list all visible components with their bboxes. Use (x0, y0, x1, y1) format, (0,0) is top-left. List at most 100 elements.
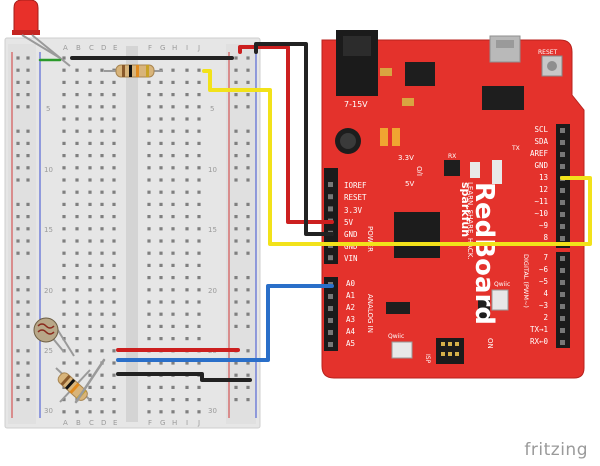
row-number: 15 (208, 226, 217, 234)
rail-hole (26, 385, 30, 389)
analog-section-label: ANALOG IN (366, 294, 374, 333)
breadboard-hole (159, 276, 163, 280)
breadboard-hole (159, 251, 163, 255)
breadboard-hole (88, 117, 92, 121)
breadboard-hole (197, 312, 201, 316)
breadboard-hole (75, 263, 79, 267)
red-led (12, 0, 71, 67)
breadboard-hole (159, 337, 163, 341)
breadboard-hole (147, 166, 151, 170)
breadboard-hole (112, 251, 116, 255)
rail-hole (26, 398, 30, 402)
pin-label: TX→1 (530, 325, 548, 334)
breadboard-hole (171, 398, 175, 402)
header-pin (560, 140, 565, 145)
rail-hole (246, 324, 250, 328)
breadboard-hole (75, 361, 79, 365)
rail-hole (26, 300, 30, 304)
header-pin (560, 200, 565, 205)
breadboard-hole (197, 398, 201, 402)
breadboard-hole (171, 361, 175, 365)
breadboard-hole (100, 312, 104, 316)
top-right-pin-labels: SCL SDA AREF GND 13 12 ~11 ~10 ~9 8 (530, 125, 549, 242)
breadboard-hole (88, 166, 92, 170)
fritzing-watermark: fritzing (524, 440, 588, 460)
rail-hole (26, 288, 30, 292)
col-letter: E (113, 419, 117, 427)
rail-hole (26, 324, 30, 328)
voltage-3v3-label: 3.3V (398, 154, 414, 162)
qwiic-label: Qwiic (388, 333, 404, 340)
col-letter: A (63, 44, 68, 52)
breadboard-hole (75, 312, 79, 316)
breadboard-hole (112, 324, 116, 328)
breadboard-hole (62, 276, 66, 280)
pin-label: A2 (346, 303, 355, 312)
digital-pin-labels: 7 ~6 ~5 4 ~3 2 TX→1 RX←0 (530, 253, 549, 346)
breadboard-hole (75, 227, 79, 231)
rail-hole (246, 227, 250, 231)
breadboard-hole (75, 178, 79, 182)
rail-hole (16, 154, 20, 158)
left-power-rail (8, 44, 36, 424)
breadboard-hole (159, 398, 163, 402)
pin-label: 12 (539, 185, 548, 194)
pin-label: VIN (344, 254, 358, 263)
breadboard-hole (185, 312, 189, 316)
rail-hole (234, 178, 238, 182)
col-letter: J (197, 44, 200, 52)
breadboard-hole (88, 385, 92, 389)
rx-label: RX (448, 153, 456, 160)
breadboard-hole (75, 337, 79, 341)
breadboard-hole (75, 215, 79, 219)
rail-hole (246, 154, 250, 158)
breadboard-hole (171, 239, 175, 243)
pin-label: ~6 (539, 265, 549, 274)
breadboard-hole (147, 410, 151, 414)
breadboard-hole (197, 239, 201, 243)
breadboard-hole (112, 190, 116, 194)
rail-hole (16, 202, 20, 206)
breadboard-hole (159, 178, 163, 182)
breadboard-hole (159, 154, 163, 158)
breadboard-hole (147, 324, 151, 328)
rail-hole (26, 373, 30, 377)
breadboard-hole (185, 288, 189, 292)
header-pin (560, 164, 565, 169)
pin-label: ~10 (534, 209, 548, 218)
breadboard-hole (62, 68, 66, 72)
breadboard-hole (75, 410, 79, 414)
breadboard-hole (197, 154, 201, 158)
breadboard-hole (112, 178, 116, 182)
row-number: 20 (208, 287, 217, 295)
breadboard-hole (147, 385, 151, 389)
breadboard-hole (100, 68, 104, 72)
breadboard-hole (159, 312, 163, 316)
qwiic-connector-bottom (391, 341, 413, 359)
pin-label: A5 (346, 339, 355, 348)
photocell (33, 317, 75, 357)
rail-hole (16, 324, 20, 328)
breadboard-hole (197, 80, 201, 84)
pin-label: 8 (543, 233, 548, 242)
breadboard-hole (147, 263, 151, 267)
breadboard-hole (75, 300, 79, 304)
breadboard-hole (88, 337, 92, 341)
breadboard-hole (171, 141, 175, 145)
breadboard-hole (62, 239, 66, 243)
rail-hole (234, 251, 238, 255)
rail-hole (26, 239, 30, 243)
pin-label: A1 (346, 291, 355, 300)
wire-red-5v (238, 45, 334, 224)
rail-hole (26, 141, 30, 145)
header-pin (560, 212, 565, 217)
row-number: 20 (44, 287, 53, 295)
rail-hole (26, 178, 30, 182)
breadboard-hole (100, 202, 104, 206)
breadboard-hole (88, 410, 92, 414)
breadboard-hole (185, 410, 189, 414)
col-letter: G (160, 44, 165, 52)
wire-grey-bottom (74, 358, 106, 404)
rail-hole (16, 178, 20, 182)
breadboard-hole (100, 373, 104, 377)
